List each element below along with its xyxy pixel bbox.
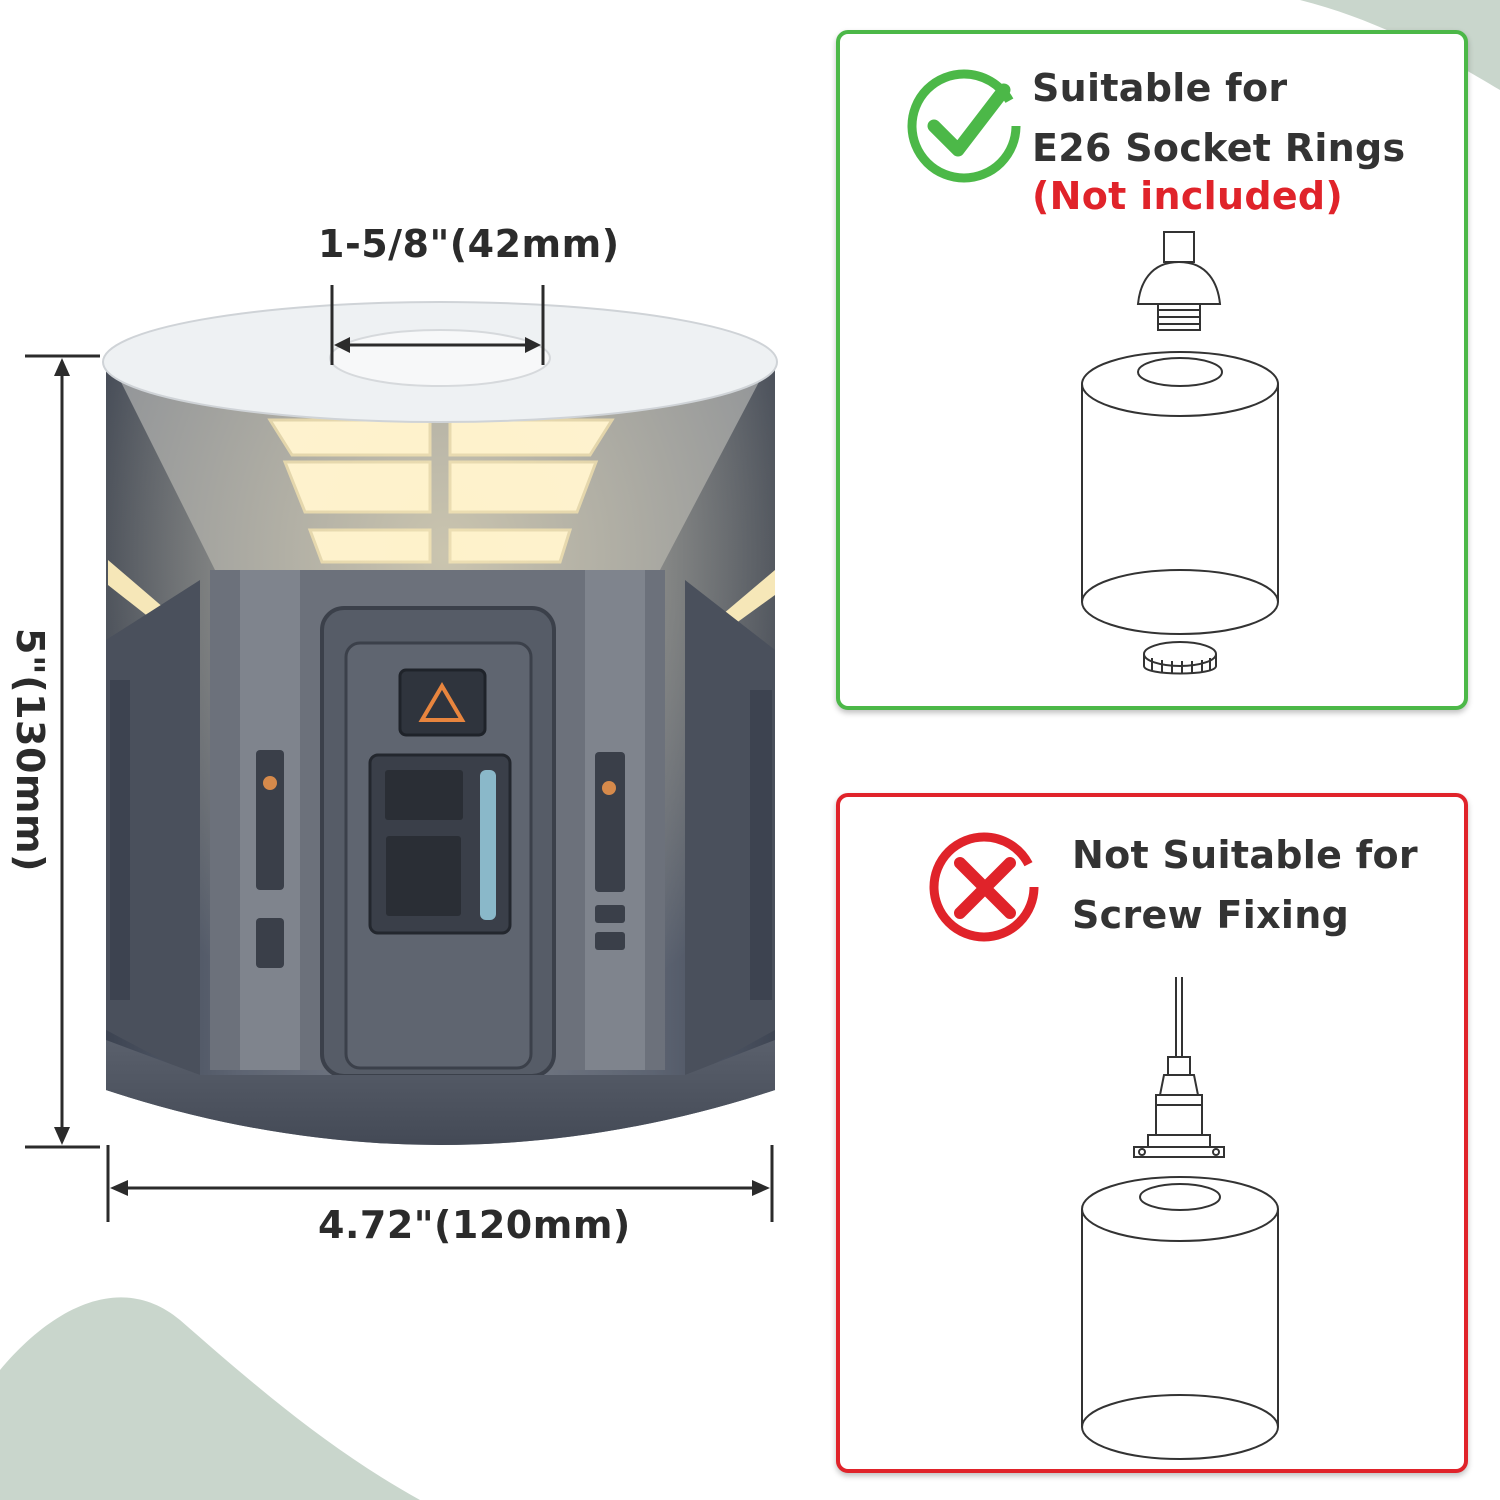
suitable-line-1: Suitable for — [1032, 66, 1288, 110]
lamp-shade-illustration — [25, 285, 778, 1222]
not-included-note: (Not included) — [1032, 174, 1344, 218]
check-icon — [907, 69, 1021, 183]
not-suitable-panel: Not Suitable for Screw Fixing — [836, 793, 1468, 1473]
cross-icon — [929, 832, 1039, 942]
screw-fixing-diagram — [1081, 977, 1279, 1460]
not-suitable-line-1: Not Suitable for — [1072, 833, 1418, 877]
top-opening-dimension: 1-5/8"(42mm) — [318, 222, 620, 266]
corner-decoration-bottom-left — [0, 1297, 420, 1500]
dimension-lines — [25, 285, 774, 1222]
corner-decoration-top-right — [1240, 0, 1500, 90]
suitable-line-2: E26 Socket Rings — [1032, 126, 1406, 170]
height-dimension: 5"(130mm) — [8, 628, 52, 872]
suitable-panel: Suitable for E26 Socket Rings (Not inclu… — [836, 30, 1468, 710]
shade-print — [106, 356, 775, 1145]
socket-ring-diagram — [1081, 231, 1279, 675]
top-opening — [329, 329, 551, 387]
width-dimension: 4.72"(120mm) — [318, 1203, 631, 1247]
not-suitable-line-2: Screw Fixing — [1072, 893, 1350, 937]
